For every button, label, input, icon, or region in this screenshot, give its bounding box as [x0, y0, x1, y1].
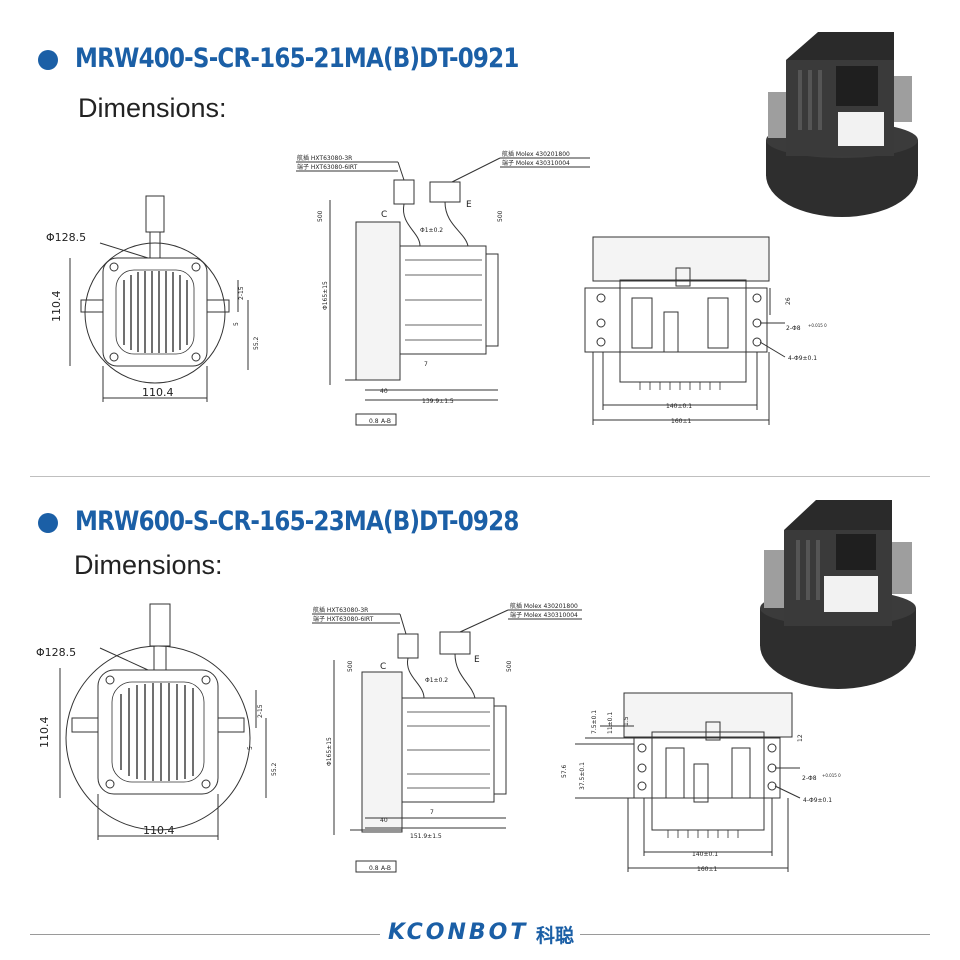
tolerance-value: 0.8 — [369, 418, 379, 425]
product-section-1: MRW400-S-CR-165-21MA(B)DT-0921 Dimension… — [0, 0, 960, 470]
brand-logo: KCONBOT — [388, 920, 529, 945]
lead-length-2: 500 — [497, 210, 504, 222]
front-dim-3: 55.2 — [271, 762, 278, 776]
section-divider — [30, 476, 930, 477]
front-view — [59, 603, 267, 840]
front-dim-2: 5 — [247, 746, 254, 750]
tolerance-value: 0.8 — [369, 865, 379, 872]
front-width-label: 110.4 — [143, 824, 175, 837]
rear-width-2: 160±1 — [671, 418, 691, 425]
front-dim-1: 2-15 — [257, 704, 264, 718]
rear-dim-5: 37.5±0.1 — [579, 762, 586, 790]
rear-view — [584, 236, 786, 425]
product-section-2: MRW600-S-CR-165-23MA(B)DT-0928 Dimension… — [0, 480, 960, 950]
rear-dim-1: 7.5±0.1 — [591, 710, 598, 734]
rear-hole-1: 2-Φ8 — [802, 775, 817, 782]
connector-right-2: 端子 Molex 430310004 — [510, 611, 578, 619]
rear-dim-3: 1.5 — [623, 716, 630, 726]
label-c: C — [381, 210, 387, 220]
cable-dia: Φ1±0.2 — [425, 677, 448, 684]
front-height-label: 110.4 — [50, 291, 63, 323]
tolerance-datum: A-B — [381, 418, 391, 425]
rear-dim-2: 11±0.1 — [607, 712, 614, 734]
rear-view — [575, 692, 801, 872]
front-dim-3: 55.2 — [253, 336, 260, 350]
dim-seven: 7 — [430, 809, 434, 816]
label-e: E — [466, 200, 472, 210]
connector-right-1: 航插 Molex 430201800 — [502, 150, 570, 158]
front-height-label: 110.4 — [38, 717, 51, 749]
cable-dia: Φ1±0.2 — [420, 227, 443, 234]
model-title: MRW600-S-CR-165-23MA(B)DT-0928 — [75, 507, 519, 537]
lead-length-2: 500 — [506, 660, 513, 672]
brand-logo-chinese: 科聪 — [536, 925, 575, 947]
rear-hole-2: 4-Φ9±0.1 — [803, 797, 832, 804]
side-diameter: Φ165±15 — [326, 737, 333, 766]
rear-hole-1-tolerance: +0.015 0 — [808, 323, 827, 328]
rear-hole-2: 4-Φ9±0.1 — [788, 355, 817, 362]
technical-drawings-1: Φ128.5 110.4 110.4 2-15 5 55.2 — [46, 32, 918, 426]
tolerance-datum: A-B — [381, 865, 391, 872]
footer-line-right — [580, 934, 930, 935]
label-c: C — [380, 662, 386, 672]
side-view — [312, 609, 582, 873]
model-title: MRW400-S-CR-165-21MA(B)DT-0921 — [75, 44, 519, 74]
side-diameter: Φ165±15 — [322, 281, 329, 310]
connector-left-2: 端子 HXT63080-6IRT — [297, 163, 358, 171]
side-length: 151.9±1.5 — [410, 833, 442, 840]
dim-forty: 40 — [380, 388, 388, 395]
rear-width-1: 140±0.1 — [692, 851, 718, 858]
lead-length-1: 500 — [347, 660, 354, 672]
footer-line-left — [30, 934, 380, 935]
label-e: E — [474, 655, 480, 665]
bullet-dot — [38, 513, 58, 533]
dimensions-label: Dimensions: — [78, 93, 227, 123]
rear-dim-4: 57.6 — [561, 764, 568, 778]
front-width-label: 110.4 — [142, 386, 174, 399]
product-photo — [760, 500, 916, 689]
dimensions-label: Dimensions: — [74, 550, 223, 580]
side-length: 139.9±1.5 — [422, 398, 454, 405]
rear-height: 26 — [785, 297, 792, 305]
bullet-dot — [38, 50, 58, 70]
front-diameter-label: Φ128.5 — [46, 231, 86, 244]
front-dim-1: 2-15 — [238, 286, 245, 300]
rear-width-1: 140±0.1 — [666, 403, 692, 410]
rear-hole-1-tolerance: +0.015 0 — [822, 773, 841, 778]
dim-forty: 40 — [380, 817, 388, 824]
front-dim-2: 5 — [233, 322, 240, 326]
connector-right-1: 航插 Molex 430201800 — [510, 602, 578, 610]
side-view — [296, 157, 590, 426]
lead-length-1: 500 — [317, 210, 324, 222]
rear-hole-1: 2-Φ8 — [786, 325, 801, 332]
connector-left-1: 航插 HXT63080-3R — [297, 154, 352, 162]
rear-width-2: 160±1 — [697, 866, 717, 873]
rear-dim-6: 12 — [797, 734, 804, 742]
technical-drawings-2: Φ128.5 110.4 110.4 2-15 5 55.2 — [36, 500, 916, 873]
front-view — [69, 195, 249, 402]
connector-left-2: 端子 HXT63080-6IRT — [313, 615, 374, 623]
product-photo — [766, 32, 918, 217]
dim-seven: 7 — [424, 361, 428, 368]
connector-right-2: 端子 Molex 430310004 — [502, 159, 570, 167]
front-diameter-label: Φ128.5 — [36, 646, 76, 659]
connector-left-1: 航插 HXT63080-3R — [313, 606, 368, 614]
